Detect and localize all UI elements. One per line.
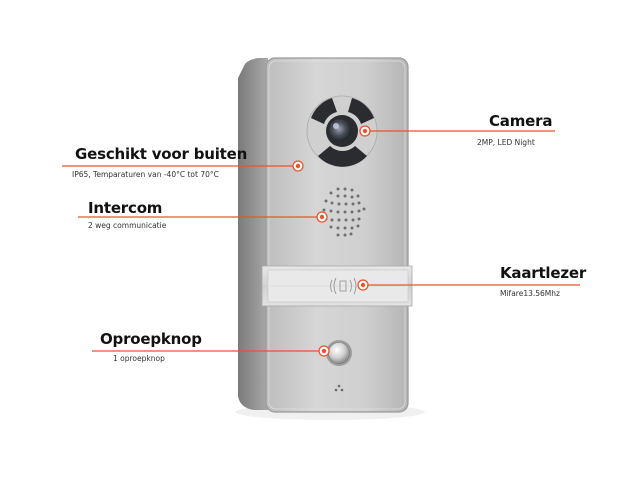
call-button-icon: [328, 342, 350, 364]
card-reader-panel: [261, 265, 413, 307]
camera-module: [306, 95, 378, 167]
callout-outdoor-subtitle: IP65, Temparaturen van -40°C tot 70°C: [72, 170, 219, 179]
callout-call-button-title: Oproepknop: [100, 330, 202, 348]
speaker-grill: [322, 187, 366, 237]
callout-intercom-subtitle: 2 weg communicatie: [88, 221, 167, 230]
camera-lens-icon: [329, 119, 351, 141]
card-icon: [339, 280, 347, 292]
callout-camera: Camera: [489, 112, 552, 130]
callout-lines: [62, 125, 580, 357]
indicator-icon: [334, 384, 344, 392]
callout-card-reader-subtitle: Mifare13.56Mhz: [500, 289, 560, 298]
callout-card-reader: Kaartlezer: [500, 264, 586, 282]
callout-outdoor-title: Geschikt voor buiten: [75, 145, 248, 163]
callout-call-button-subtitle: 1 oproepknop: [113, 354, 165, 363]
callout-outdoor: Geschikt voor buiten: [75, 145, 247, 163]
call-button: [326, 340, 352, 366]
rfid-waves-icon: [330, 277, 337, 295]
callout-camera-subtitle: 2MP, LED Night: [477, 138, 535, 147]
device-side: [238, 58, 268, 410]
callout-camera-title: Camera: [489, 112, 553, 130]
callout-call-button: Oproepknop: [100, 330, 202, 348]
callout-card-reader-title: Kaartlezer: [500, 264, 587, 282]
callout-intercom: Intercom: [88, 199, 162, 217]
callout-intercom-title: Intercom: [88, 199, 163, 217]
